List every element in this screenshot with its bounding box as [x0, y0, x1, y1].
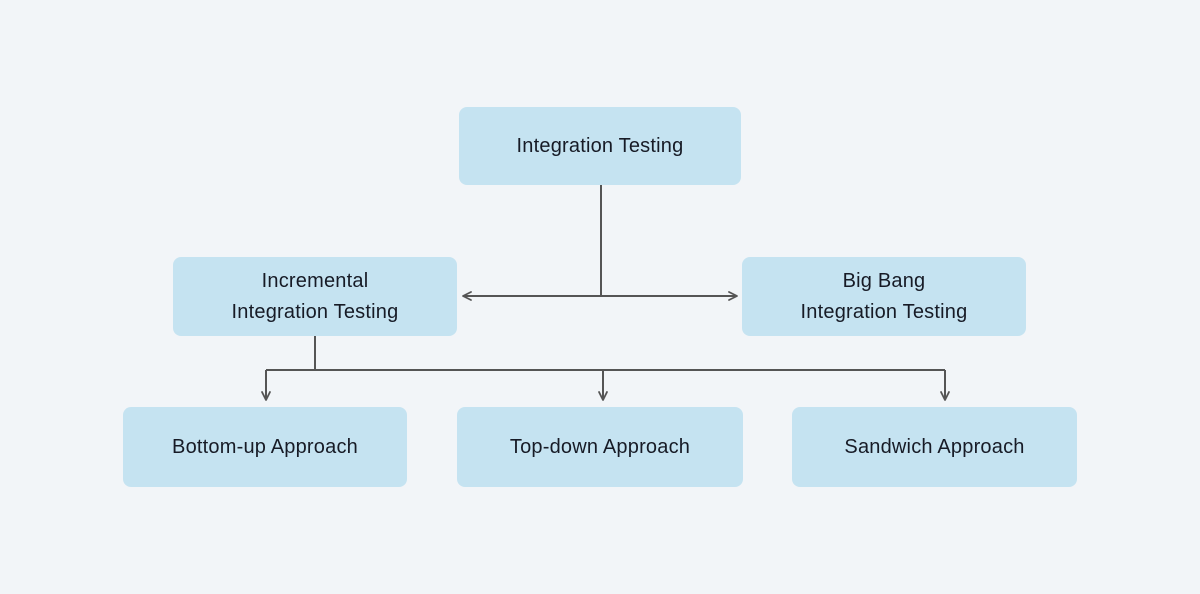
node-incremental-integration-testing-label: Incremental Integration Testing: [231, 269, 399, 323]
node-integration-testing-label: Integration Testing: [516, 134, 684, 157]
node-big-bang-integration-testing: Big Bang Integration Testing: [742, 257, 1026, 336]
node-top-down-approach: Top-down Approach: [457, 407, 743, 487]
node-bottom-up-approach-label: Bottom-up Approach: [172, 435, 358, 458]
node-integration-testing: Integration Testing: [459, 107, 741, 185]
node-big-bang-integration-testing-label: Big Bang Integration Testing: [800, 269, 968, 323]
node-sandwich-approach-label: Sandwich Approach: [844, 435, 1025, 458]
node-sandwich-approach: Sandwich Approach: [792, 407, 1077, 487]
node-incremental-integration-testing: Incremental Integration Testing: [173, 257, 457, 336]
node-top-down-approach-label: Top-down Approach: [509, 435, 691, 458]
node-bottom-up-approach: Bottom-up Approach: [123, 407, 407, 487]
